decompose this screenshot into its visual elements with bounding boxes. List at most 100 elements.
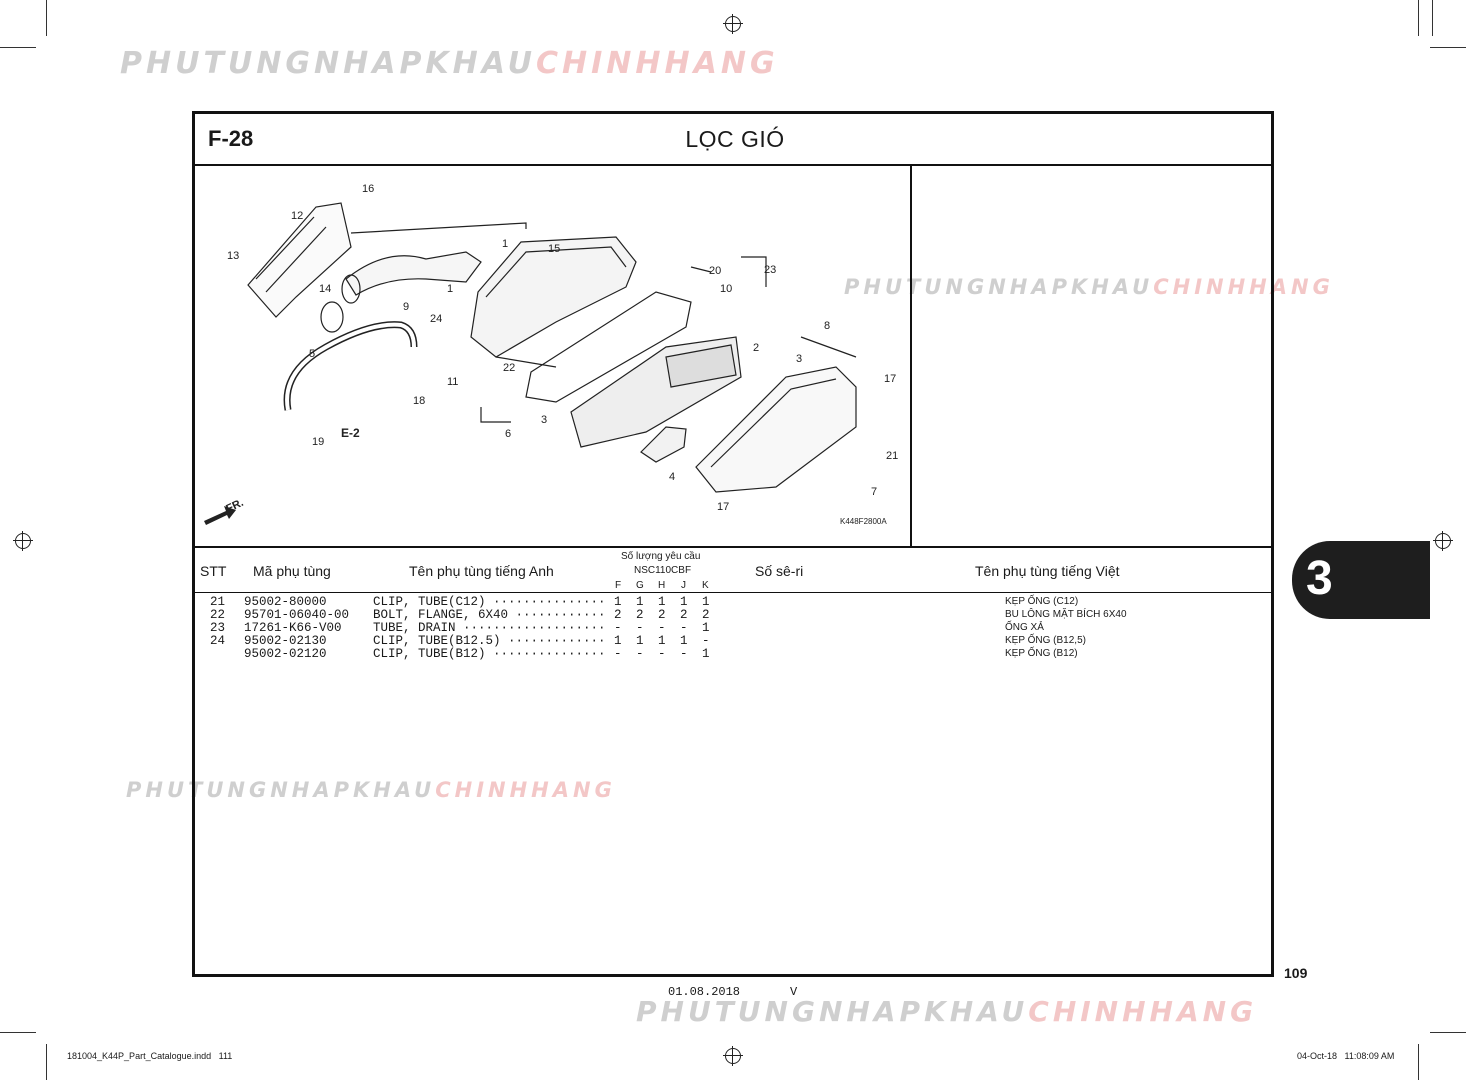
callout-label: 24 (430, 313, 443, 325)
footer-timestamp: 04-Oct-18 11:08:09 AM (1297, 1051, 1395, 1061)
row-name-en: BOLT, FLANGE, 6X40 ············ (373, 608, 606, 622)
row-name-vi: BU LÔNG MẶT BÍCH 6X40 (1005, 609, 1127, 620)
header-serial: Số sê-ri (755, 563, 804, 579)
row-qty: - (614, 621, 622, 635)
registration-mark (1433, 531, 1453, 551)
callout-label: 17 (717, 501, 730, 513)
row-qty: 1 (702, 595, 710, 609)
callout-label: 18 (413, 395, 426, 407)
callout-label: 8 (824, 320, 831, 332)
header-name-en: Tên phụ tùng tiếng Anh (409, 563, 554, 579)
row-qty: 1 (658, 595, 666, 609)
row-name-en: CLIP, TUBE(B12) ··············· (373, 647, 606, 661)
row-stt: 21 (210, 595, 226, 609)
registration-mark (723, 14, 743, 34)
row-stt: 23 (210, 621, 226, 635)
callout-label: 14 (319, 283, 332, 295)
header-type-g: G (636, 580, 644, 591)
callout-label: 15 (548, 243, 561, 255)
diagram-code: K448F2800A (840, 517, 887, 526)
crop-mark (46, 1044, 47, 1080)
callout-label: 20 (709, 265, 722, 277)
section-tab: 3 (1292, 541, 1430, 619)
row-part-no: 17261-K66-V00 (244, 621, 342, 635)
registration-mark (13, 531, 33, 551)
callout-label: 13 (227, 250, 240, 262)
page-title: LỌC GIÓ (685, 126, 785, 152)
header-part-no: Mã phụ tùng (253, 563, 331, 579)
callout-label: 16 (362, 183, 375, 195)
row-name-vi: ỐNG XẢ (1005, 622, 1044, 633)
callout-label: 17 (884, 373, 897, 385)
row-qty: 2 (702, 608, 710, 622)
row-name-vi: KẸP ỐNG (B12) (1005, 648, 1078, 659)
row-qty: 1 (614, 634, 622, 648)
row-qty: 1 (680, 595, 688, 609)
header-type-k: K (702, 580, 709, 591)
crop-mark (1432, 0, 1433, 36)
row-qty: - (680, 621, 688, 635)
figure-id: F-28 (208, 126, 254, 151)
callout-label: 11 (447, 376, 459, 388)
page-frame (192, 111, 1274, 977)
row-qty: - (636, 621, 644, 635)
crop-mark (46, 0, 47, 36)
version: V (790, 985, 798, 999)
row-name-en: CLIP, TUBE(B12.5) ············· (373, 634, 606, 648)
row-qty: 1 (702, 647, 710, 661)
row-qty: 1 (702, 621, 710, 635)
print-date: 01.08.2018 (668, 985, 741, 999)
row-qty: 2 (680, 608, 688, 622)
row-qty: 2 (614, 608, 622, 622)
row-qty: - (636, 647, 644, 661)
row-qty: 2 (658, 608, 666, 622)
row-qty: - (658, 621, 666, 635)
row-part-no: 95701-06040-00 (244, 608, 350, 622)
exploded-diagram (204, 202, 857, 525)
row-qty: 1 (636, 595, 644, 609)
fr-arrow-icon (204, 506, 236, 525)
row-name-en: CLIP, TUBE(C12) ··············· (373, 595, 606, 609)
row-qty: - (680, 647, 688, 661)
callout-label: 9 (403, 301, 410, 313)
row-part-no: 95002-02120 (244, 647, 327, 661)
callout-label: 6 (505, 428, 512, 440)
crop-mark (1430, 47, 1466, 48)
crop-mark (0, 1032, 36, 1033)
callout-label: 22 (503, 362, 516, 374)
crop-mark (1418, 0, 1419, 36)
watermark: PHUTUNGNHAPKHAUCHINHHANG (126, 778, 616, 802)
callout-label: 2 (753, 342, 760, 354)
callout-label: 4 (669, 471, 676, 483)
watermark: PHUTUNGNHAPKHAUCHINHHANG (636, 995, 1258, 1028)
row-name-en: TUBE, DRAIN ··················· (373, 621, 606, 635)
callout-label: 21 (886, 450, 899, 462)
crop-mark (1430, 1032, 1466, 1033)
header-type-j: J (681, 580, 686, 591)
table-top-divider (194, 546, 1272, 548)
section-number: 3 (1306, 552, 1333, 605)
footer-file: 181004_K44P_Part_Catalogue.indd 111 (67, 1051, 233, 1061)
row-qty: 2 (636, 608, 644, 622)
row-qty: 1 (636, 634, 644, 648)
callout-label: 1 (502, 238, 509, 250)
callout-label: 3 (541, 414, 548, 426)
header-divider (194, 592, 1272, 593)
callout-label: 19 (312, 436, 325, 448)
header-name-vi: Tên phụ tùng tiếng Việt (975, 563, 1120, 579)
callout-label: 7 (871, 486, 878, 498)
row-stt: 22 (210, 608, 226, 622)
header-qty-group: Số lượng yêu cầu (621, 551, 701, 562)
row-name-vi: KẸP ỐNG (B12,5) (1005, 635, 1086, 646)
row-qty: - (614, 647, 622, 661)
callout-label: 10 (720, 283, 733, 295)
watermark: PHUTUNGNHAPKHAUCHINHHANG (844, 275, 1334, 299)
callout-label: 1 (447, 283, 454, 295)
row-qty: - (702, 634, 710, 648)
row-qty: 1 (614, 595, 622, 609)
callout-label: 12 (291, 210, 304, 222)
parts-table: 21 95002-80000 CLIP, TUBE(C12) ·········… (196, 596, 1266, 666)
callout-label: 3 (796, 353, 803, 365)
row-stt: 24 (210, 634, 226, 648)
row-qty: 1 (658, 634, 666, 648)
